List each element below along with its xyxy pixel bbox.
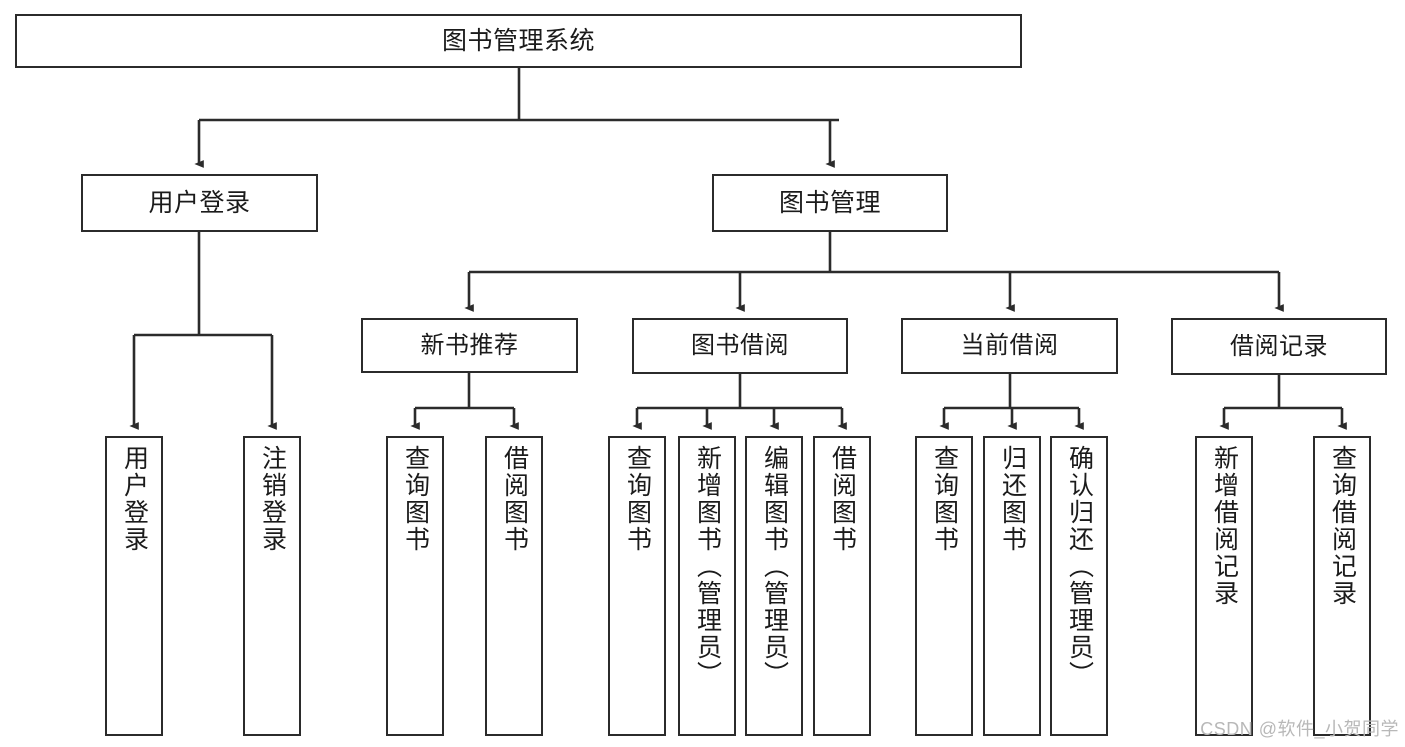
- leaf-current-borrow-confirm-return-admin[interactable]: 确认归还（管理员）: [1050, 436, 1108, 736]
- node-current-borrow[interactable]: 当前借阅: [901, 318, 1118, 374]
- node-user-login[interactable]: 用户登录: [81, 174, 318, 232]
- leaf-new-book-query-book[interactable]: 查询图书: [386, 436, 444, 736]
- leaf-user-login-logout[interactable]: 注销登录: [243, 436, 301, 736]
- leaf-new-book-borrow-book[interactable]: 借阅图书: [485, 436, 543, 736]
- node-label: 查询借阅记录: [1328, 445, 1357, 607]
- node-label: 借阅记录: [1230, 332, 1328, 360]
- node-new-book-recommend[interactable]: 新书推荐: [361, 318, 578, 373]
- csdn-watermark: CSDN @软件_小贺同学: [1200, 719, 1399, 739]
- node-label: 用户登录: [148, 188, 251, 217]
- node-label: 借阅图书: [828, 445, 857, 553]
- leaf-current-borrow-query-book[interactable]: 查询图书: [915, 436, 973, 736]
- node-label: 图书管理: [778, 188, 881, 217]
- node-label: 当前借阅: [960, 332, 1059, 360]
- node-label: 归还图书: [998, 445, 1027, 553]
- node-book-borrow[interactable]: 图书借阅: [632, 318, 848, 374]
- node-label: 查询图书: [930, 445, 959, 553]
- node-label: 借阅图书: [500, 445, 529, 553]
- node-label: 新书推荐: [420, 331, 519, 359]
- leaf-user-login-login[interactable]: 用户登录: [105, 436, 163, 736]
- leaf-current-borrow-return-book[interactable]: 归还图书: [983, 436, 1041, 736]
- node-label: 用户登录: [120, 445, 149, 553]
- node-label: 图书管理系统: [441, 26, 595, 55]
- leaf-borrow-record-add-record[interactable]: 新增借阅记录: [1195, 436, 1253, 736]
- node-label: 新增图书（管理员）: [693, 445, 722, 688]
- leaf-book-borrow-query-book[interactable]: 查询图书: [608, 436, 666, 736]
- node-label: 编辑图书（管理员）: [760, 445, 789, 688]
- node-label: 图书借阅: [691, 332, 789, 360]
- node-label: 查询图书: [401, 445, 430, 553]
- node-label: 注销登录: [258, 445, 287, 553]
- leaf-book-borrow-add-book-admin[interactable]: 新增图书（管理员）: [678, 436, 736, 736]
- node-label: 确认归还（管理员）: [1065, 445, 1094, 688]
- node-root-book-management-system[interactable]: 图书管理系统: [15, 14, 1022, 68]
- leaf-borrow-record-query-record[interactable]: 查询借阅记录: [1313, 436, 1371, 736]
- node-label: 新增借阅记录: [1210, 445, 1239, 607]
- node-borrow-record[interactable]: 借阅记录: [1171, 318, 1387, 375]
- leaf-book-borrow-edit-book-admin[interactable]: 编辑图书（管理员）: [745, 436, 803, 736]
- node-label: 查询图书: [623, 445, 652, 553]
- node-book-management[interactable]: 图书管理: [712, 174, 948, 232]
- leaf-book-borrow-borrow-book[interactable]: 借阅图书: [813, 436, 871, 736]
